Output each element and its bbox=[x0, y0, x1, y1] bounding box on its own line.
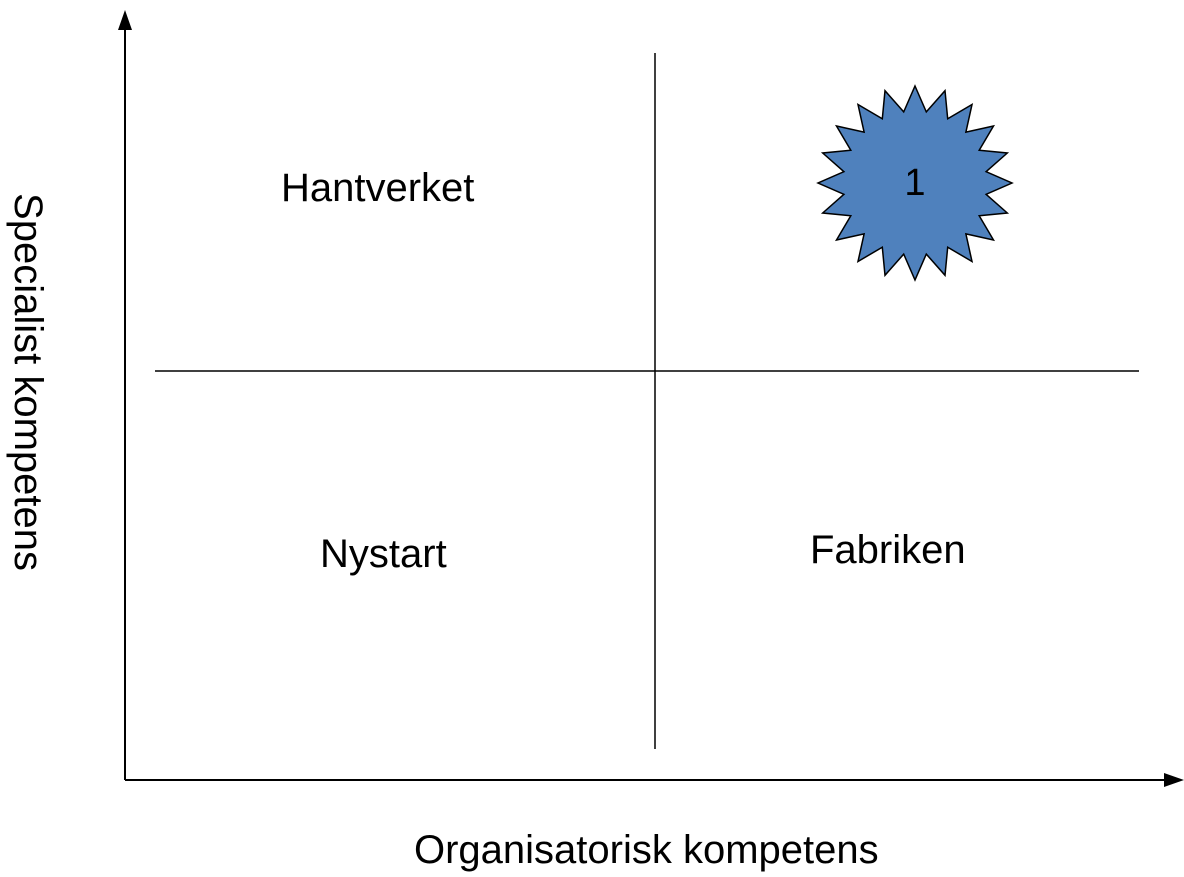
quadrant-label-hantverket: Hantverket bbox=[281, 166, 475, 210]
starburst-number: 1 bbox=[904, 162, 926, 204]
x-axis-label: Organisatorisk kompetens bbox=[414, 828, 879, 872]
starburst-icon bbox=[816, 84, 1014, 282]
x-axis-arrowhead-icon bbox=[1164, 773, 1184, 787]
quadrant-label-fabriken: Fabriken bbox=[810, 528, 966, 572]
y-axis-label: Specialist kompetens bbox=[6, 193, 50, 571]
quadrant-label-nystart: Nystart bbox=[320, 532, 447, 576]
y-axis-arrowhead-icon bbox=[118, 10, 132, 30]
